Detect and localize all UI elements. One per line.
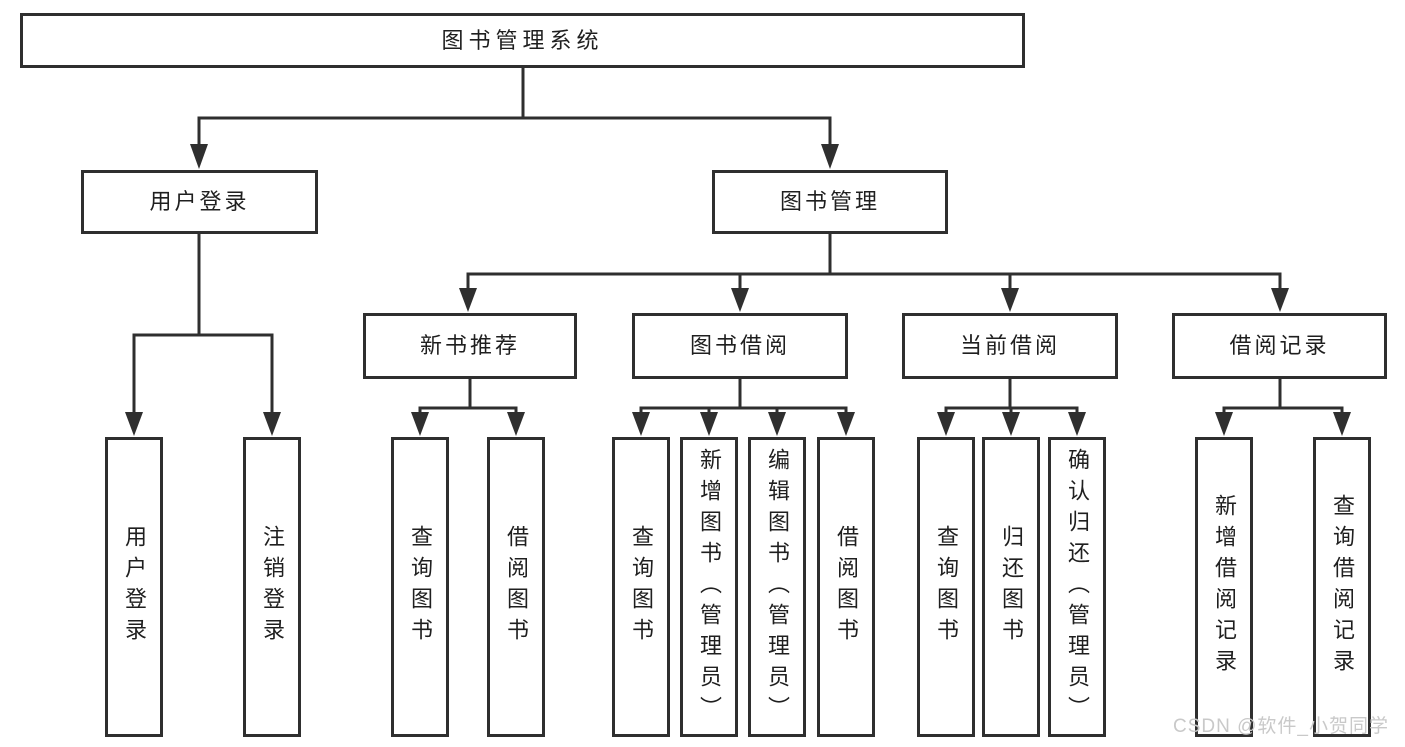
node-label: 查询图书 bbox=[629, 525, 654, 649]
node-label: 注销登录 bbox=[260, 525, 285, 649]
leaf-query-books-current: 查询图书 bbox=[917, 437, 975, 737]
node-book-management: 图书管理 bbox=[712, 170, 948, 234]
leaf-edit-book-admin: 编辑图书（管理员） bbox=[748, 437, 806, 737]
node-label: 新书推荐 bbox=[419, 333, 520, 358]
node-label: 借阅图书 bbox=[504, 525, 529, 649]
leaf-confirm-return-admin: 确认归还（管理员） bbox=[1048, 437, 1106, 737]
node-label: 图书管理 bbox=[779, 189, 880, 214]
leaf-return-book: 归还图书 bbox=[982, 437, 1040, 737]
node-book-borrowing: 图书借阅 bbox=[632, 313, 848, 379]
node-label: 确认归还（管理员） bbox=[1065, 447, 1090, 727]
node-label: 用户登录 bbox=[149, 189, 250, 214]
leaf-add-book-admin: 新增图书（管理员） bbox=[680, 437, 738, 737]
node-label: 新增图书（管理员） bbox=[697, 447, 722, 727]
leaf-borrow-books-newbooks: 借阅图书 bbox=[487, 437, 545, 737]
node-current-borrowing: 当前借阅 bbox=[902, 313, 1118, 379]
leaf-add-borrow-record: 新增借阅记录 bbox=[1195, 437, 1253, 737]
node-label: 新增借阅记录 bbox=[1212, 494, 1237, 680]
node-label: 当前借阅 bbox=[959, 333, 1060, 358]
node-borrow-records: 借阅记录 bbox=[1172, 313, 1387, 379]
node-label: 借阅图书 bbox=[834, 525, 859, 649]
node-label: 图书管理系统 bbox=[441, 27, 604, 53]
node-label: 借阅记录 bbox=[1229, 333, 1330, 358]
node-label: 图书借阅 bbox=[689, 333, 790, 358]
node-label: 编辑图书（管理员） bbox=[765, 447, 790, 727]
node-label: 查询借阅记录 bbox=[1330, 494, 1355, 680]
node-label: 查询图书 bbox=[408, 525, 433, 649]
node-root-system: 图书管理系统 bbox=[20, 13, 1025, 68]
leaf-borrow-books-borrowing: 借阅图书 bbox=[817, 437, 875, 737]
csdn-watermark: CSDN @软件_小贺同学 bbox=[1173, 716, 1389, 737]
leaf-query-books-borrowing: 查询图书 bbox=[612, 437, 670, 737]
leaf-user-login: 用户登录 bbox=[105, 437, 163, 737]
node-label: 查询图书 bbox=[934, 525, 959, 649]
node-label: 归还图书 bbox=[999, 525, 1024, 649]
leaf-query-borrow-record: 查询借阅记录 bbox=[1313, 437, 1371, 737]
leaf-logout: 注销登录 bbox=[243, 437, 301, 737]
leaf-query-books-newbooks: 查询图书 bbox=[391, 437, 449, 737]
node-new-book-recommendation: 新书推荐 bbox=[363, 313, 577, 379]
node-user-login: 用户登录 bbox=[81, 170, 318, 234]
node-label: 用户登录 bbox=[122, 525, 147, 649]
